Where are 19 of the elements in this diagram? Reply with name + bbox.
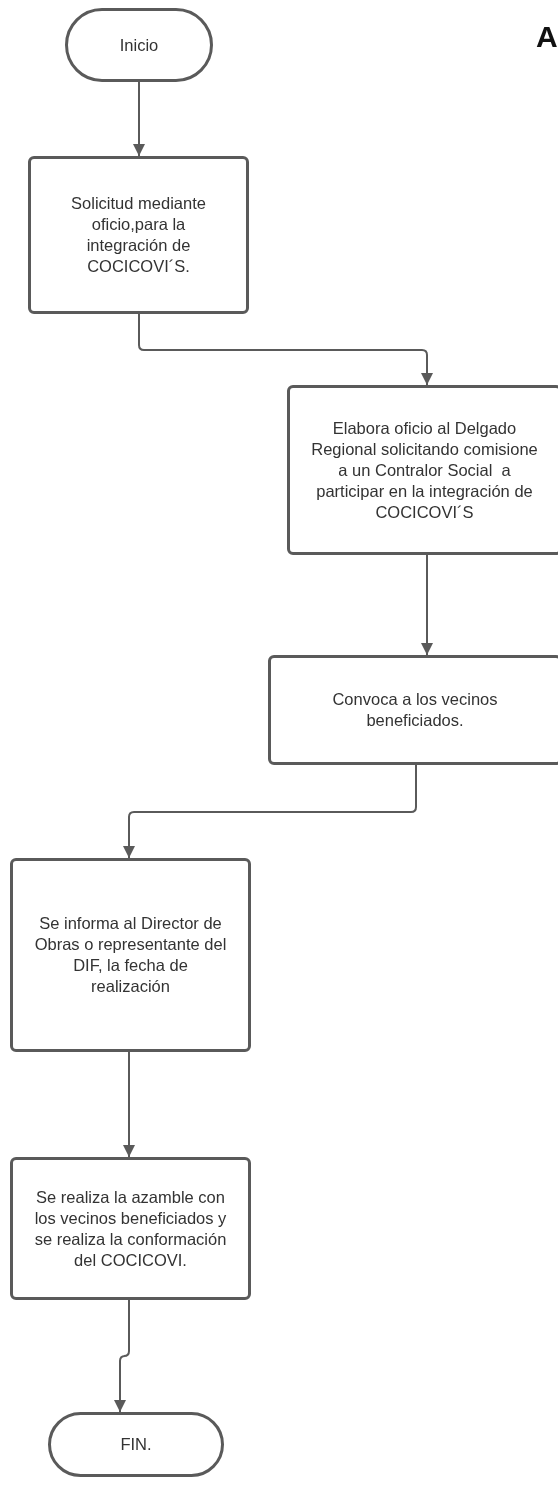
node-text: Convoca a los vecinos beneficiados.: [331, 689, 499, 731]
node-text: Inicio: [119, 34, 159, 56]
process-box: [28, 156, 249, 314]
process-box: [287, 385, 558, 555]
heading-fragment: A: [536, 22, 558, 52]
arrow: [114, 1299, 130, 1413]
node-text: Elabora oficio al Delgado Regional solicitando comisione a un Contralor Social a participar en la integración de COCICOVI´S: [310, 417, 539, 523]
node-text: Solicitud mediante oficio,para la integración de COCICOVI´S.: [70, 193, 207, 277]
arrow: [123, 1051, 135, 1158]
arrow: [123, 764, 417, 859]
node-text: Se informa al Director de Obras o representante del DIF, la fecha de realización: [33, 913, 228, 997]
arrow: [421, 554, 433, 656]
process-box: [10, 1157, 251, 1300]
arrow: [133, 81, 145, 157]
process-box: [268, 655, 558, 765]
node-text: FIN.: [120, 1434, 152, 1455]
node-text: Se realiza la azamble con los vecinos beneficiados y se realiza la conformación del COCICOVI.: [33, 1186, 228, 1271]
process-box: [10, 858, 251, 1052]
arrow: [138, 313, 433, 386]
